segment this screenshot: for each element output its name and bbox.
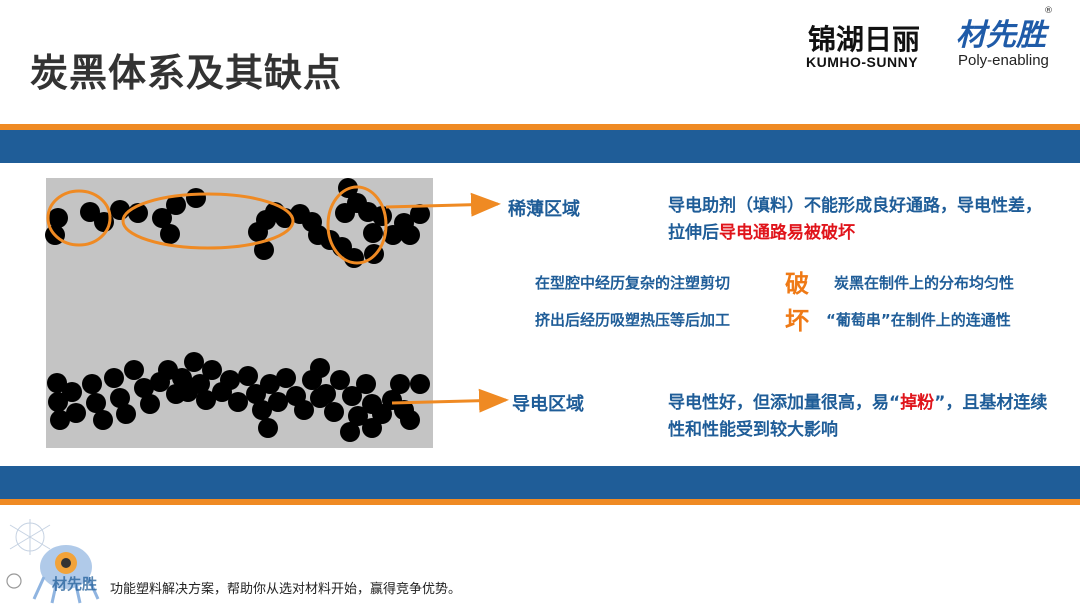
carbon-particle xyxy=(340,422,360,442)
footer-slogan: 功能塑料解决方案，帮助你从选对材料开始，赢得竞争优势。 xyxy=(110,578,461,597)
carbon-particle xyxy=(276,368,296,388)
footer-brand: 材先胜 xyxy=(52,573,97,594)
carbon-particle xyxy=(294,400,314,420)
thin-region-description: 导电助剂（填料）不能形成良好通路，导电性差，拉伸后导电通路易被破坏 xyxy=(668,193,1048,247)
carbon-particle xyxy=(268,392,288,412)
thin-desc-highlight: 导电通路易被破坏 xyxy=(719,223,855,243)
carbon-particle xyxy=(160,224,180,244)
effect-distribution: 炭黑在制件上的分布均匀性 xyxy=(834,272,1014,293)
carbon-particle xyxy=(186,188,206,208)
carbon-particle xyxy=(62,382,82,402)
carbon-particle xyxy=(310,358,330,378)
carbon-particle xyxy=(220,370,240,390)
effect-connectivity: “葡萄串”在制件上的连通性 xyxy=(826,309,1011,330)
carbon-particle xyxy=(184,352,204,372)
carbon-particle xyxy=(258,418,278,438)
carbon-particle xyxy=(202,360,222,380)
carbon-particle xyxy=(178,382,198,402)
carbon-particle xyxy=(330,370,350,390)
label-conductive-region: 导电区域 xyxy=(512,390,584,416)
carbon-particle xyxy=(93,410,113,430)
keyword-bad: 坏 xyxy=(785,301,809,336)
carbon-particle xyxy=(356,374,376,394)
carbon-particle xyxy=(228,392,248,412)
process-post-extrusion: 挤出后经历吸塑热压等后加工 xyxy=(535,309,730,330)
carbon-particle xyxy=(390,374,410,394)
carbon-particle xyxy=(363,223,383,243)
carbon-particle xyxy=(310,388,330,408)
carbon-particle xyxy=(104,368,124,388)
conductive-region-description: 导电性好，但添加量很高，易“掉粉”，且基材连续性和性能受到较大影响 xyxy=(668,390,1048,444)
carbon-particle xyxy=(248,222,268,242)
carbon-particle xyxy=(362,418,382,438)
cond-desc-text-1: 导电性好，但添加量很高，易“ xyxy=(668,393,900,413)
keyword-break: 破 xyxy=(785,264,809,299)
process-injection: 在型腔中经历复杂的注塑剪切 xyxy=(535,272,730,293)
carbon-particle xyxy=(400,225,420,245)
carbon-particle xyxy=(400,410,420,430)
carbon-particle xyxy=(140,394,160,414)
carbon-particle xyxy=(410,374,430,394)
carbon-particle xyxy=(66,403,86,423)
carbon-particle xyxy=(238,366,258,386)
carbon-particle xyxy=(344,248,364,268)
cond-desc-highlight: 掉粉 xyxy=(900,393,934,413)
carbon-particle xyxy=(110,200,130,220)
carbon-particle xyxy=(48,208,68,228)
carbon-particle xyxy=(116,404,136,424)
carbon-particle xyxy=(82,374,102,394)
label-thin-region: 稀薄区域 xyxy=(508,195,580,221)
carbon-particle xyxy=(124,360,144,380)
